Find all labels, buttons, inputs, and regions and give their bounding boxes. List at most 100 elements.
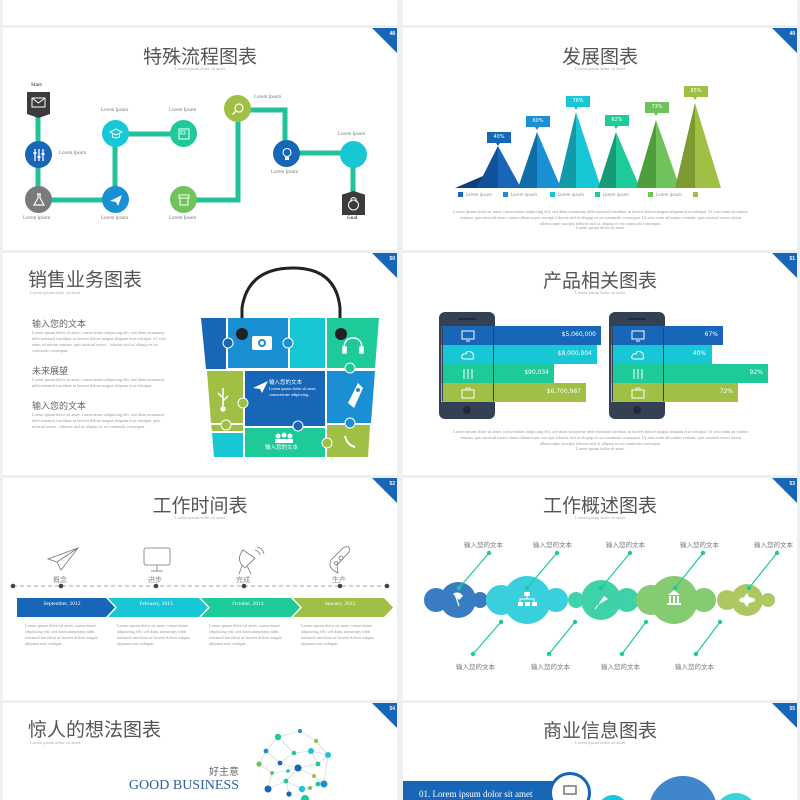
phone-left-screen: [442, 327, 494, 401]
phone-right-screen: [612, 327, 664, 401]
slide-title: 工作时间表: [152, 495, 248, 517]
flow-node-5[interactable]: [170, 120, 197, 147]
slide-product-chart[interactable]: 51 产品相关图表 Lorem ipsum dolor sit amet $5,…: [403, 253, 797, 475]
bag-bottom-label: 输入您的文本: [265, 445, 299, 451]
stage-date: January, 2015: [324, 601, 356, 607]
tagline-cn: 好主意: [209, 767, 239, 778]
bar-label-1: 40%: [493, 134, 505, 140]
flow-node-1[interactable]: [25, 141, 52, 168]
slide-number-corner: [772, 253, 797, 278]
body-text: Lorem ipsum dolor sit amet, consectetuer…: [453, 429, 748, 446]
product-value: $8,000,904: [557, 350, 592, 357]
slide-growth-chart[interactable]: 49 发展图表 Lorem ipsum dolor sit amet: [403, 28, 797, 250]
monitor-icon: [631, 330, 645, 342]
slide-number-corner: [372, 478, 397, 503]
body-text-last: Lorem ipsum dolor sit amet.: [576, 446, 625, 451]
slide-title: 销售业务图表: [28, 269, 143, 291]
body-text-last: Lorem ipsum dolor sit amet.: [576, 225, 625, 230]
bar-label-3: 76%: [572, 98, 584, 104]
slide-title: 惊人的想法图表: [28, 719, 162, 741]
flow-node-9-label: Lorem Ipsum: [338, 132, 366, 137]
flow-path: [35, 107, 356, 203]
slide-number: 48: [389, 31, 395, 37]
slide-business-info[interactable]: 55 商业信息图表 Lorem ipsum dolor sit amet 01.…: [403, 703, 797, 800]
shopping-bag-puzzle: [201, 266, 379, 457]
legend-swatch: [693, 192, 698, 197]
business-item-bar: [403, 781, 558, 800]
flow-node-7-label: Lorem Ipsum: [254, 95, 282, 100]
sales-section-2: 未来展望 Lorem ipsum dolor sit amet, consect…: [32, 364, 172, 389]
section-heading: 未来展望: [32, 367, 69, 377]
product-percent: 67%: [704, 331, 718, 338]
slide-number-corner: [772, 28, 797, 53]
product-value: $5,060,000: [561, 331, 596, 338]
org-chart-icon: [518, 592, 537, 606]
stage-label: 完成: [236, 576, 250, 584]
rocket-icon: [348, 383, 363, 408]
slide-sales-chart[interactable]: 50 销售业务图表 Lorem ipsum dolor sit amet 输入您…: [3, 253, 397, 475]
flow-node-2[interactable]: [25, 186, 52, 213]
overview-top-label: 输入您的文本: [754, 541, 793, 549]
flow-node-4[interactable]: [102, 120, 129, 147]
graduation-cap-icon: [108, 127, 123, 138]
product-bar-right-4: [611, 383, 738, 402]
usb-icon: [217, 388, 229, 412]
legend-swatch: [648, 192, 653, 197]
slide-timeline[interactable]: 52 工作时间表 Lorem ipsum dolor sit amet 概念 进…: [3, 478, 397, 700]
slide-amazing-idea[interactable]: 54 惊人的想法图表 Lorem ipsum dolor sit amet 好主…: [3, 703, 397, 800]
legend-swatch: [458, 192, 463, 197]
goal-tag: [342, 191, 365, 215]
sales-section-1: 输入您的文本 Lorem ipsum dolor sit amet, conse…: [32, 317, 172, 354]
flow-node-3[interactable]: [102, 186, 129, 213]
business-bubble-small: [598, 795, 628, 800]
briefcase-icon: [631, 387, 645, 399]
flag-icon: [453, 592, 463, 607]
slide-number: 51: [789, 256, 795, 262]
bar-label-5: 73%: [651, 104, 663, 110]
paper-plane-icon: [46, 547, 80, 571]
slide-top-right-partial[interactable]: [403, 0, 797, 25]
flow-node-9[interactable]: [340, 141, 367, 168]
phone-speaker: [458, 318, 476, 320]
flow-node-8[interactable]: [273, 140, 300, 167]
flow-node-7[interactable]: [224, 95, 251, 122]
legend-label: Lorem ipsum: [656, 192, 682, 197]
overview-bottom-label: 输入您的文本: [531, 663, 570, 671]
phone-icon: [344, 435, 356, 448]
stage-text: Lorem ipsum dolor sit amet, consectetuer…: [25, 623, 98, 646]
airplane-icon: [739, 593, 755, 607]
start-label: Start: [31, 83, 42, 88]
bar-label-4: 62%: [611, 117, 623, 123]
business-item-icon-circle: [549, 772, 591, 800]
slide-number: 50: [389, 256, 395, 262]
users-icon: [275, 432, 293, 443]
cloud-icon: [461, 350, 475, 360]
slide-top-left-partial[interactable]: [3, 0, 397, 25]
section-heading: 输入您的文本: [32, 320, 87, 330]
slide-flow-chart[interactable]: 48 特殊流程图表 Lorem ipsum dolor sit amet Sta…: [3, 28, 397, 250]
body-text: Lorem ipsum dolor sit amet, consectetuer…: [453, 209, 748, 226]
slide-subtitle: Lorem ipsum dolor sit amet: [30, 740, 80, 745]
sliders-icon: [463, 369, 473, 379]
satellite-dish-icon: [238, 546, 265, 575]
camera-icon: [252, 336, 272, 350]
monitor-icon: [563, 785, 577, 795]
stage-date: October, 2014: [232, 601, 264, 607]
stage-date: February, 2013: [139, 601, 173, 607]
bar-label-6: 85%: [690, 88, 702, 94]
envelope-icon: [27, 97, 50, 118]
start-tag: [27, 92, 50, 118]
bar-label-2: 60%: [532, 118, 544, 124]
slide-subtitle: Lorem ipsum dolor sit amet: [575, 66, 625, 71]
section-text: Lorem ipsum dolor sit amet, consectetuer…: [32, 377, 165, 388]
overview-top-label: 输入您的文本: [680, 541, 719, 549]
bag-center-heading: 输入您的文本: [269, 380, 303, 386]
legend-label: Lorem ipsum: [466, 192, 492, 197]
slide-work-overview[interactable]: 53 工作概述图表 Lorem ipsum dolor sit amet: [403, 478, 797, 700]
lock-icon: [348, 197, 359, 211]
flow-node-6[interactable]: [170, 186, 197, 213]
slide-subtitle: Lorem ipsum dolor sit amet: [575, 740, 625, 745]
legend-label: Lorem ipsum: [603, 192, 629, 197]
timeline-track: [10, 546, 393, 617]
